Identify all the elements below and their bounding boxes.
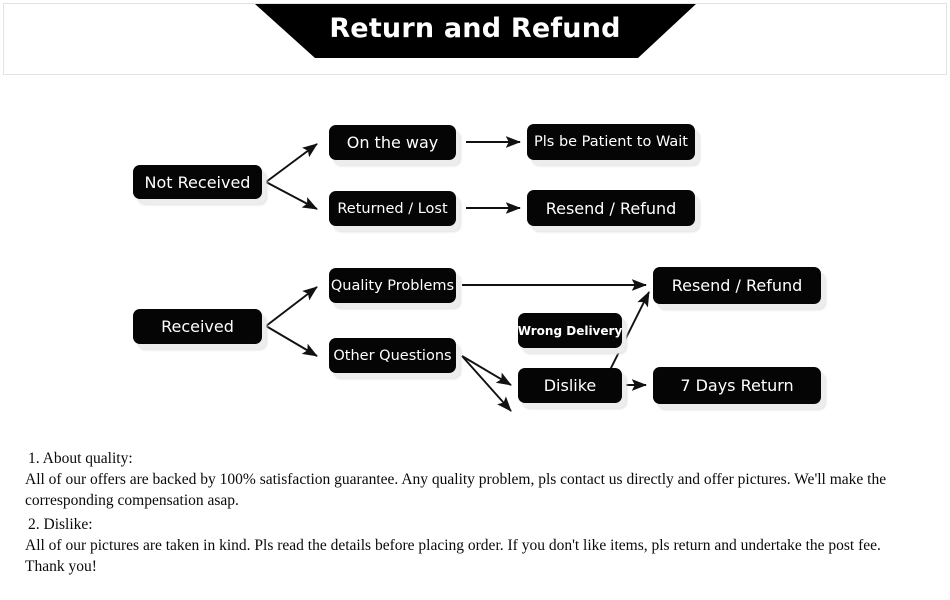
node-label: Returned / Lost [337, 200, 448, 217]
policy-section-1-heading: 1. About quality: [28, 450, 133, 467]
node-quality-problems[interactable]: Quality Problems [329, 268, 456, 303]
flowchart: Not Received On the way Returned / Lost … [0, 80, 950, 440]
node-dislike[interactable]: Dislike [518, 368, 622, 403]
node-label: Wrong Delivery [518, 323, 622, 338]
policy-text-block: 1. About quality: All of our offers are … [0, 448, 950, 577]
node-not-received[interactable]: Not Received [133, 165, 262, 199]
node-resend-refund-lower[interactable]: Resend / Refund [653, 267, 821, 304]
node-pls-be-patient-to-wait[interactable]: Pls be Patient to Wait [527, 124, 695, 160]
node-label: Dislike [543, 376, 597, 395]
node-label: On the way [346, 133, 439, 152]
policy-section-1-line-2: corresponding compensation asap. [25, 492, 239, 509]
node-returned-lost[interactable]: Returned / Lost [329, 191, 456, 226]
node-7-days-return[interactable]: 7 Days Return [653, 367, 821, 404]
node-label: Pls be Patient to Wait [534, 134, 688, 150]
node-label: Quality Problems [330, 277, 455, 294]
node-on-the-way[interactable]: On the way [329, 125, 456, 160]
policy-section-2-line-1: All of our pictures are taken in kind. P… [25, 537, 881, 554]
node-wrong-delivery[interactable]: Wrong Delivery [518, 313, 622, 348]
node-received[interactable]: Received [133, 309, 262, 344]
node-other-questions[interactable]: Other Questions [329, 338, 456, 373]
policy-section-1-line-1: All of our offers are backed by 100% sat… [25, 471, 887, 488]
flowchart-connectors [265, 136, 650, 412]
node-label: Received [161, 317, 234, 336]
node-label: Not Received [144, 172, 251, 192]
policy-section-2-heading: 2. Dislike: [28, 516, 93, 533]
node-label: Resend / Refund [671, 276, 803, 295]
policy-section-2-line-2: Thank you! [25, 558, 97, 575]
node-label: Other Questions [333, 347, 452, 364]
page-title: Return and Refund [329, 13, 621, 44]
node-label: 7 Days Return [680, 376, 794, 395]
node-label: Resend / Refund [545, 198, 677, 218]
node-resend-refund-upper[interactable]: Resend / Refund [527, 190, 695, 226]
